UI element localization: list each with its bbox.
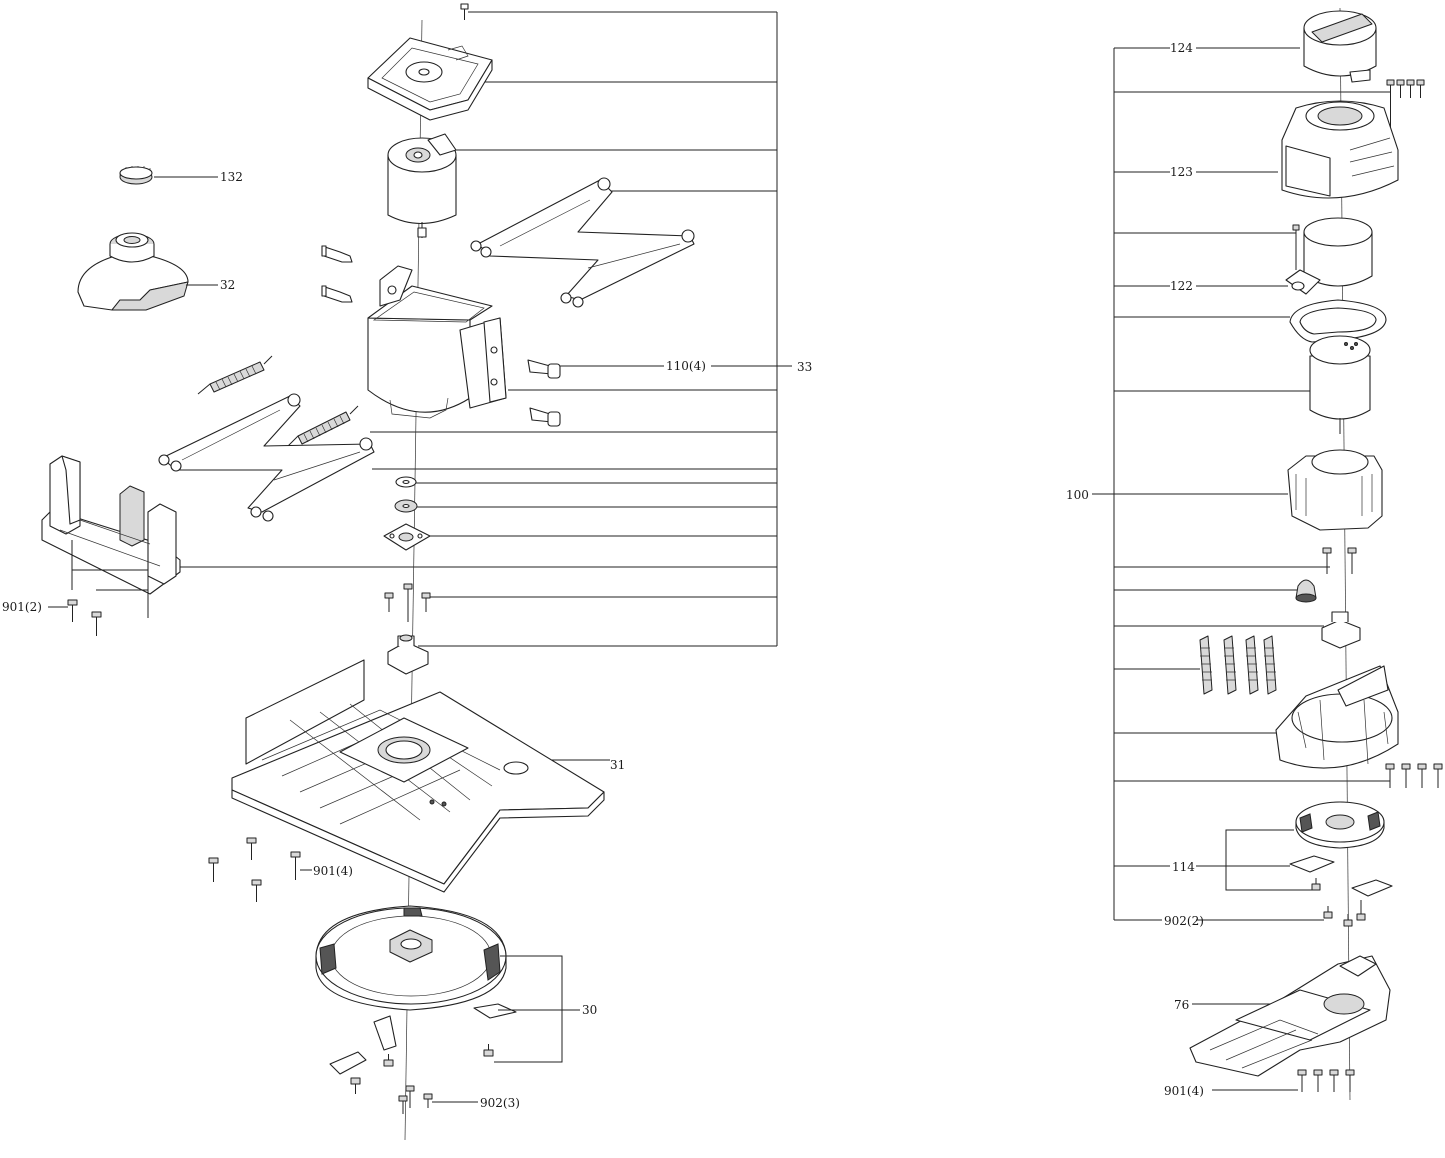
gear-housing-100 (1287, 449, 1383, 531)
hex-drive (387, 634, 429, 675)
pins-110 (527, 359, 561, 427)
callout-901-left: 901(2) (2, 600, 42, 614)
screws-lower-row (1385, 763, 1443, 788)
callout-901-right: 901(4) (1164, 1084, 1204, 1098)
screws-100 (1322, 547, 1357, 574)
lower-housing (1275, 665, 1399, 769)
lower-h-frame (158, 393, 375, 522)
upper-h-frame (470, 177, 695, 308)
callout-31: 31 (610, 758, 625, 772)
blades-30 (329, 1003, 568, 1075)
pin-bolts (321, 245, 353, 303)
top-cover-plate (367, 37, 493, 121)
callout-122: 122 (1170, 279, 1193, 293)
left-bracket (41, 455, 181, 595)
bracket-screws-901-left (48, 540, 149, 636)
callout-33: 33 (797, 360, 812, 374)
callout-30: 30 (582, 1003, 597, 1017)
callout-100: 100 (1066, 488, 1089, 502)
callout-76: 76 (1174, 998, 1189, 1012)
blades-114 (1196, 829, 1393, 921)
screws-902-right (1323, 906, 1353, 927)
motor (387, 133, 457, 238)
callout-110: 110(4) (666, 359, 706, 373)
callout-bracket-33 (180, 11, 792, 647)
spring-lower (287, 405, 359, 447)
base-deck-31 (231, 659, 605, 893)
callout-114: 114 (1172, 860, 1195, 874)
screws-902-bottom (398, 1085, 478, 1114)
motor-right (1309, 335, 1371, 434)
grommet (1295, 579, 1317, 603)
motor-housing (367, 265, 507, 419)
callout-123: 123 (1170, 165, 1193, 179)
springs-right (1199, 635, 1277, 695)
blade-disc-30 (315, 905, 507, 1011)
spring-upper (197, 355, 273, 395)
callout-901-mid: 901(4) (313, 864, 353, 878)
flange-plate (383, 523, 431, 551)
top-screw (460, 3, 469, 20)
blade-screws (350, 1044, 494, 1094)
callout-124: 124 (1170, 41, 1193, 55)
blade-disc-114 (1295, 801, 1385, 849)
callout-132: 132 (220, 170, 243, 184)
gear-132 (119, 166, 153, 185)
washers (394, 476, 418, 513)
housing-123 (1281, 100, 1399, 199)
hub-nut (1321, 611, 1361, 649)
hub-32 (77, 232, 189, 311)
callout-32: 32 (220, 278, 235, 292)
knob-124 (1303, 10, 1377, 83)
bracket-30 (494, 955, 580, 1063)
screws-901-right (1212, 1069, 1355, 1092)
seal-ring (1289, 299, 1387, 343)
cap-122 (1285, 217, 1373, 295)
screws-123 (1386, 79, 1425, 140)
flange-screws (384, 583, 431, 622)
deck-screws-901-mid (208, 837, 312, 902)
callout-902-bottom: 902(3) (480, 1096, 520, 1110)
callout-902-right: 902(2) (1164, 914, 1204, 928)
base-bracket-76 (1189, 955, 1391, 1077)
